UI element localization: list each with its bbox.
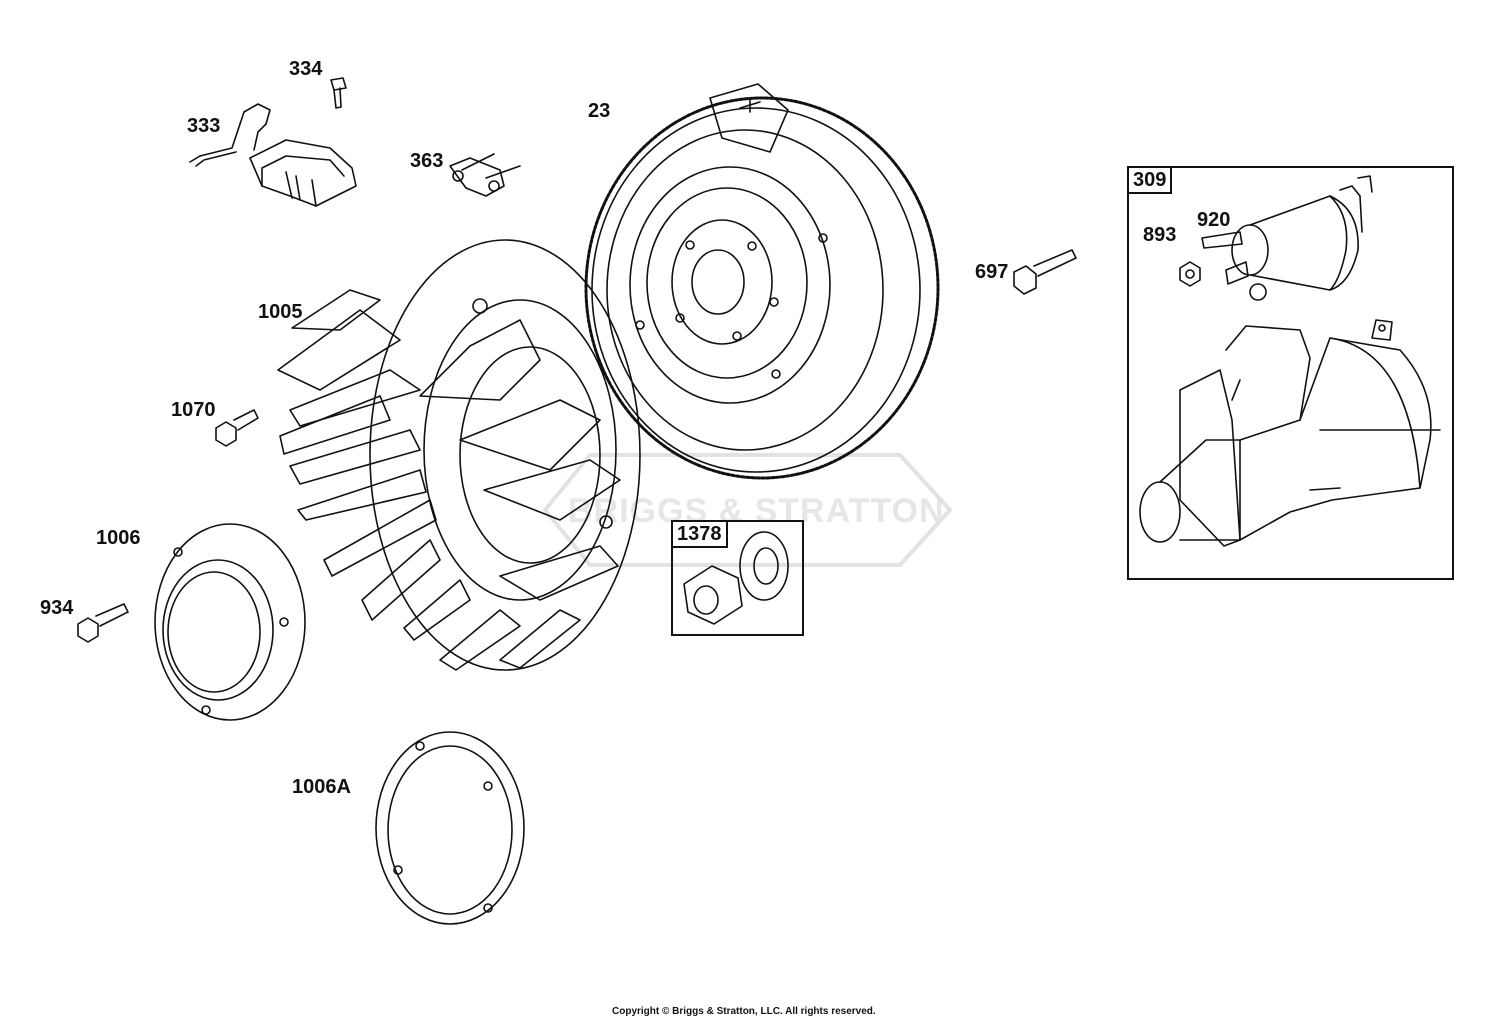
bolt-334-icon bbox=[330, 77, 347, 109]
label-893[interactable]: 893 bbox=[1143, 224, 1177, 246]
kit-box-1378 bbox=[671, 520, 804, 636]
label-1006A[interactable]: 1006A bbox=[292, 776, 351, 798]
label-1005[interactable]: 1005 bbox=[258, 301, 303, 323]
label-334[interactable]: 334 bbox=[289, 58, 323, 80]
copyright-notice: Copyright © Briggs & Stratton, LLC. All … bbox=[612, 1006, 876, 1017]
ignition-armature-icon bbox=[189, 103, 357, 207]
watermark-emblem-icon bbox=[543, 453, 952, 567]
starter-motor-icon bbox=[1139, 175, 1441, 547]
label-1378[interactable]: 1378 bbox=[671, 520, 728, 548]
flywheel-icon bbox=[584, 83, 940, 480]
label-934[interactable]: 934 bbox=[40, 597, 74, 619]
gasket-ring-icon bbox=[375, 731, 525, 925]
label-363[interactable]: 363 bbox=[410, 150, 444, 172]
label-333[interactable]: 333 bbox=[187, 115, 221, 137]
fan-screen-cover-icon bbox=[154, 523, 306, 721]
bolt-697-icon bbox=[1013, 249, 1077, 295]
label-23[interactable]: 23 bbox=[588, 100, 611, 122]
bracket-363-icon bbox=[449, 153, 521, 197]
cooling-fan-icon bbox=[277, 239, 641, 671]
label-920[interactable]: 920 bbox=[1197, 209, 1231, 231]
bolt-934-icon bbox=[77, 603, 129, 643]
label-1006[interactable]: 1006 bbox=[96, 527, 141, 549]
label-309[interactable]: 309 bbox=[1127, 166, 1173, 194]
nut-washer-kit-icon bbox=[683, 531, 789, 625]
brand-watermark: BRIGGS & STRATTON bbox=[568, 492, 945, 530]
bolt-1070-icon bbox=[215, 409, 259, 447]
label-1070[interactable]: 1070 bbox=[171, 399, 216, 421]
label-697[interactable]: 697 bbox=[975, 261, 1009, 283]
kit-box-309 bbox=[1127, 166, 1454, 580]
